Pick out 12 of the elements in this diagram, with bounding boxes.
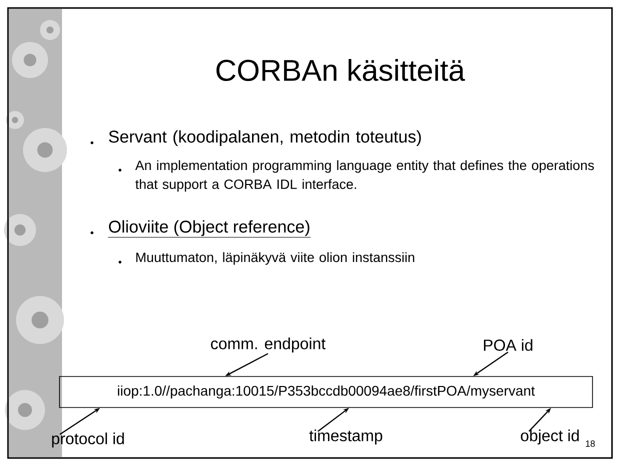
- page-number: 18: [586, 440, 595, 447]
- callout-label: protocol id: [52, 432, 124, 448]
- callout-label: POA id: [484, 339, 532, 351]
- bullet-text: Servant (koodipalanen, metodin toteutus): [108, 130, 421, 146]
- callout-label: object id: [520, 430, 579, 444]
- underlined-text: Olioviite (Object reference): [108, 220, 311, 238]
- reference-box: iiop:1.0//pachanga:10015/P353bccdb00094ae8/firstPOA/myservant: [59, 376, 593, 408]
- slide-title: CORBAn käsitteitä: [216, 58, 466, 82]
- bullet-text: Muuttumaton, läpinäkyvä viite olion instanssiin: [136, 252, 414, 265]
- callout-label: timestamp: [309, 430, 382, 444]
- bullet-text: An implementation programming language entity that defines the operations that support a CORBA IDL interface.: [135, 160, 594, 192]
- callout-label: comm. endpoint: [211, 338, 326, 352]
